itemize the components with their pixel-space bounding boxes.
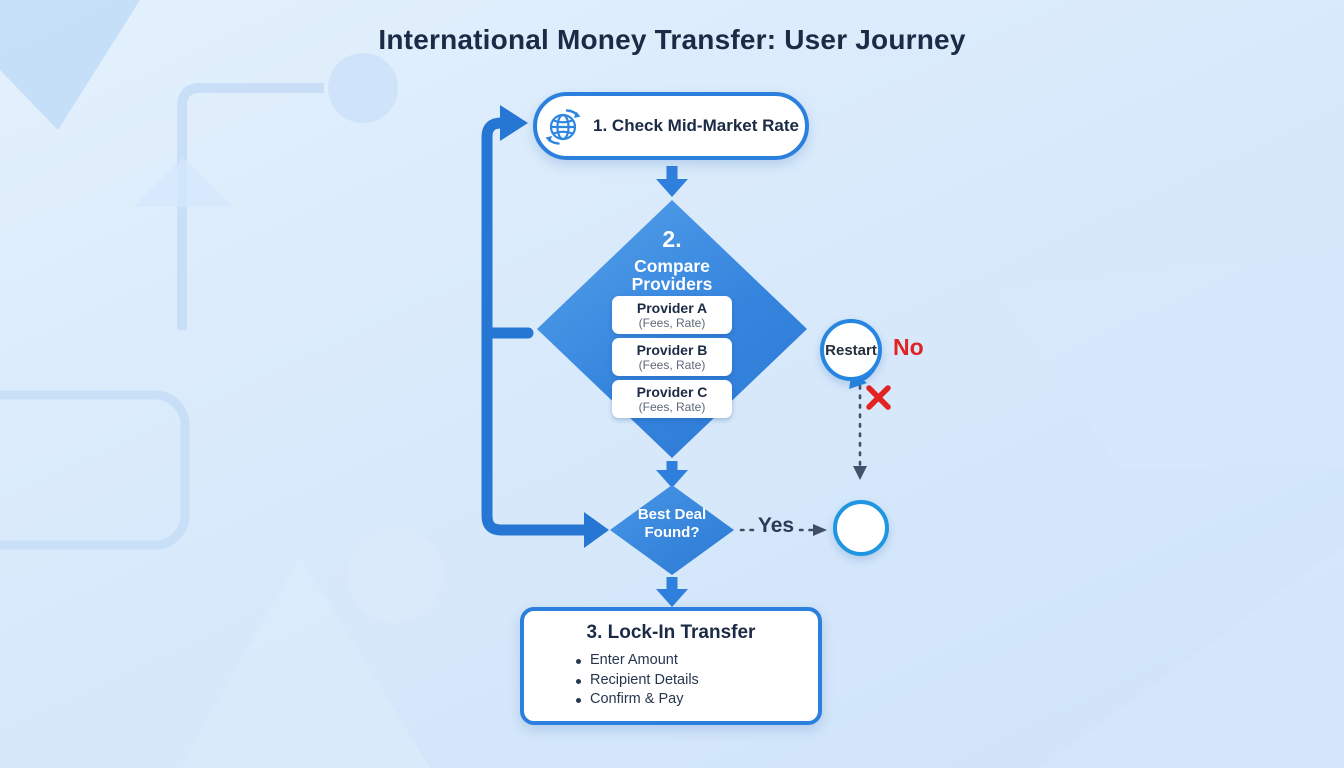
success-check-circle	[833, 500, 889, 556]
down-arrow-step2-to-decision	[656, 461, 688, 488]
provider-a-card: Provider A (Fees, Rate)	[612, 296, 732, 334]
loop-arrowhead-to-step1	[500, 105, 528, 141]
down-arrow-decision-to-step3	[656, 577, 688, 607]
deco-polygon-right	[1000, 250, 1344, 470]
step3-bullet-enter-amount: Enter Amount	[576, 651, 818, 671]
decision-line1: Best Deal	[637, 506, 707, 523]
step1-check-rate-node: 1. Check Mid-Market Rate	[533, 92, 809, 160]
deco-circle-faint	[347, 527, 443, 623]
x-mark-icon	[866, 385, 891, 410]
provider-c-detail: (Fees, Rate)	[638, 400, 706, 414]
globe-transfer-icon	[545, 109, 581, 145]
step3-bullet-list: Enter Amount Recipient Details Confirm &…	[524, 651, 818, 710]
step3-title: 3. Lock-In Transfer	[586, 622, 756, 643]
provider-c-name: Provider C	[636, 384, 708, 400]
provider-b-card: Provider B (Fees, Rate)	[612, 338, 732, 376]
provider-a-name: Provider A	[636, 300, 708, 316]
provider-a-detail: (Fees, Rate)	[638, 316, 706, 330]
step3-lock-in-transfer-node: 3. Lock-In Transfer Enter Amount Recipie…	[520, 607, 822, 725]
step2-title-line2: Providers	[631, 274, 713, 294]
step3-bullet-confirm-pay: Confirm & Pay	[576, 690, 818, 710]
deco-triangle-bottom-right	[1040, 545, 1344, 768]
loop-arrowhead-to-decision	[584, 512, 609, 548]
yes-branch-label: Yes	[757, 514, 795, 537]
restart-label: Restart	[825, 341, 877, 359]
decision-line2: Found?	[644, 524, 700, 541]
provider-b-detail: (Fees, Rate)	[638, 358, 706, 372]
provider-b-name: Provider B	[636, 342, 708, 358]
page-title: International Money Transfer: User Journ…	[378, 24, 966, 55]
no-branch-label: No	[893, 334, 924, 360]
deco-arrowhead-faint	[133, 158, 233, 207]
yes-dashed-arrowhead	[813, 524, 827, 536]
step2-number: 2.	[662, 226, 682, 252]
deco-connector-line	[177, 83, 324, 330]
provider-c-card: Provider C (Fees, Rate)	[612, 380, 732, 418]
deco-triangle-top-left	[0, 0, 140, 130]
deco-rounded-rect-outline	[0, 390, 190, 550]
deco-triangle-bottom-left	[180, 555, 430, 768]
down-arrow-step1-to-step2	[656, 166, 688, 197]
step1-label: 1. Check Mid-Market Rate	[593, 116, 799, 135]
step3-bullet-recipient-details: Recipient Details	[576, 671, 818, 691]
deco-circle	[328, 53, 398, 123]
restart-node: Restart	[820, 319, 882, 381]
no-dashed-arrowhead	[853, 466, 867, 480]
step2-title-line1: Compare	[634, 256, 710, 276]
